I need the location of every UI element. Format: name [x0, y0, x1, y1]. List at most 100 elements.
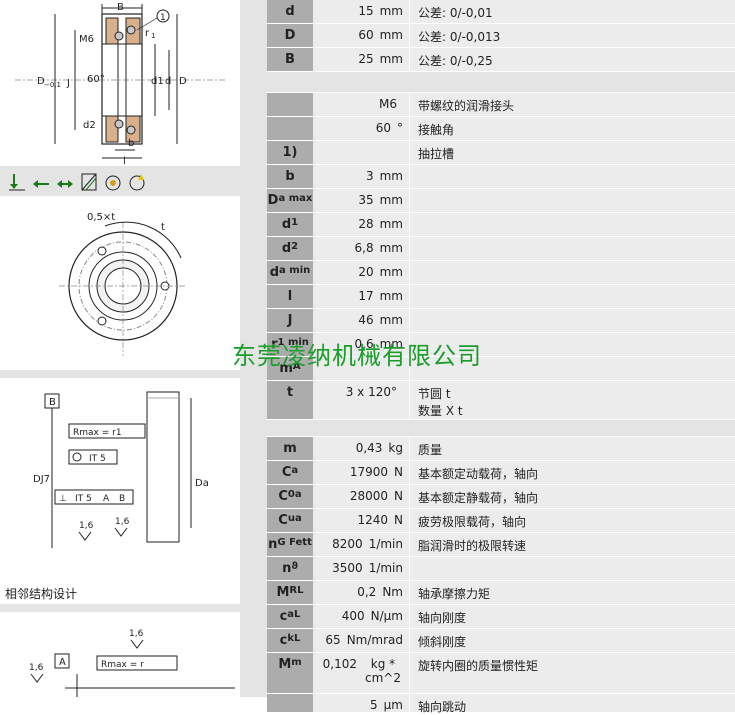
row-description-text: 公差: 0/-0,25: [418, 54, 493, 68]
row-value-number: 28000: [349, 489, 389, 503]
row-key-text: m: [279, 361, 293, 376]
row-key-sub: 1 min: [277, 337, 309, 348]
row-value: [313, 357, 409, 380]
drawing-column: B 1 M6 r 1 D −0,1 J 60° d1 d D d2 b l: [0, 0, 240, 697]
row-key-text: d: [281, 217, 292, 232]
row-key-text: r: [271, 337, 278, 352]
row-value-number: 65: [325, 633, 341, 647]
row-value: [313, 420, 409, 436]
row-key: t: [267, 381, 313, 419]
row-key-sub: m: [291, 657, 302, 668]
row-key-sub: ua: [287, 513, 302, 524]
row-description-text: 轴承摩擦力矩: [418, 587, 491, 601]
band-2: [0, 370, 240, 378]
row-value-number: 0,6: [354, 337, 374, 351]
row-description: 轴承摩擦力矩: [409, 581, 735, 604]
row-key-text: C: [278, 489, 288, 504]
row-value-number: 5: [370, 698, 378, 712]
row-description: [409, 237, 735, 260]
row-description-text: 轴向刚度: [418, 611, 467, 625]
row-description: 带螺纹的润滑接头: [409, 93, 735, 116]
dim-l-label: l: [123, 156, 126, 166]
row-description: [409, 357, 735, 380]
row-value-number: 3500: [332, 561, 363, 575]
housing-design-drawing: B Rmax = r1 IT 5 DJ7 Da ⊥ IT 5 A B 1,6 1…: [5, 378, 235, 578]
dim-b-label: b: [128, 138, 134, 149]
row-value-unit: 1/min: [368, 537, 403, 551]
row-value-unit: mm: [379, 4, 403, 18]
row-value-unit: mm: [379, 241, 403, 255]
roughness-2-label: 1,6: [115, 517, 130, 527]
row-description: [409, 165, 735, 188]
row-value: 3 x 120°: [313, 381, 409, 419]
shaft-design-drawing: 1,6 1,6 A Rmax = r: [5, 612, 235, 697]
perp-datum-B-label: B: [119, 494, 125, 504]
row-value-number: 3 x 120°: [345, 385, 397, 399]
row-key-text: J: [287, 313, 293, 328]
row-description: [409, 189, 735, 212]
row-description: 旋转内圈的质量惯性矩: [409, 653, 735, 693]
shaft-datum-A-label: A: [59, 657, 66, 668]
dim-d-label: d: [165, 76, 171, 87]
row-value-number: 3: [365, 169, 374, 183]
row-description: [409, 213, 735, 236]
gutter: [240, 0, 267, 697]
dim-J-label: J: [66, 78, 70, 89]
row-key: J: [267, 309, 313, 332]
row-key: [267, 72, 313, 92]
row-value-number: 15: [358, 4, 374, 18]
circularity-tol-label: IT 5: [89, 454, 106, 464]
row-key: m: [267, 437, 313, 460]
shaft-rmax-label: Rmax = r: [101, 660, 144, 670]
flange-top-view-drawing: 0,5×t t: [5, 206, 235, 370]
row-description: [409, 285, 735, 308]
row-value-unit: °: [397, 121, 403, 135]
pitch-t-label: t: [161, 222, 165, 233]
shaft-roughness-label: 1,6: [129, 629, 144, 639]
row-description-text: 倾斜刚度: [418, 635, 467, 649]
dim-B-label: B: [117, 2, 124, 13]
housing-Da-label: Da: [195, 478, 209, 489]
table-spacer: [267, 72, 735, 93]
row-description: [409, 420, 735, 436]
row-value-number: 8200: [332, 537, 363, 551]
row-description: 轴向刚度: [409, 605, 735, 628]
row-description: 质量: [409, 437, 735, 460]
row-key-sub: G Fett: [277, 537, 312, 548]
row-value-number: 46: [358, 313, 374, 327]
row-value-unit: Nm/mrad: [346, 633, 403, 647]
row-key-text: n: [268, 537, 278, 552]
row-description-text: 接触角: [418, 123, 455, 137]
dim-D-tol-sub: −0,1: [44, 81, 61, 89]
row-value-unit: mm: [379, 313, 403, 327]
rmax-label: Rmax = r1: [73, 428, 122, 438]
row-key-sub: a max: [278, 193, 313, 204]
row-value-number: 17900: [349, 465, 389, 479]
row-value: 60 °: [313, 117, 409, 140]
row-value-number: 60: [375, 121, 391, 135]
row-key-sub: aL: [287, 609, 301, 620]
axial-load-left-icon: [33, 180, 49, 188]
